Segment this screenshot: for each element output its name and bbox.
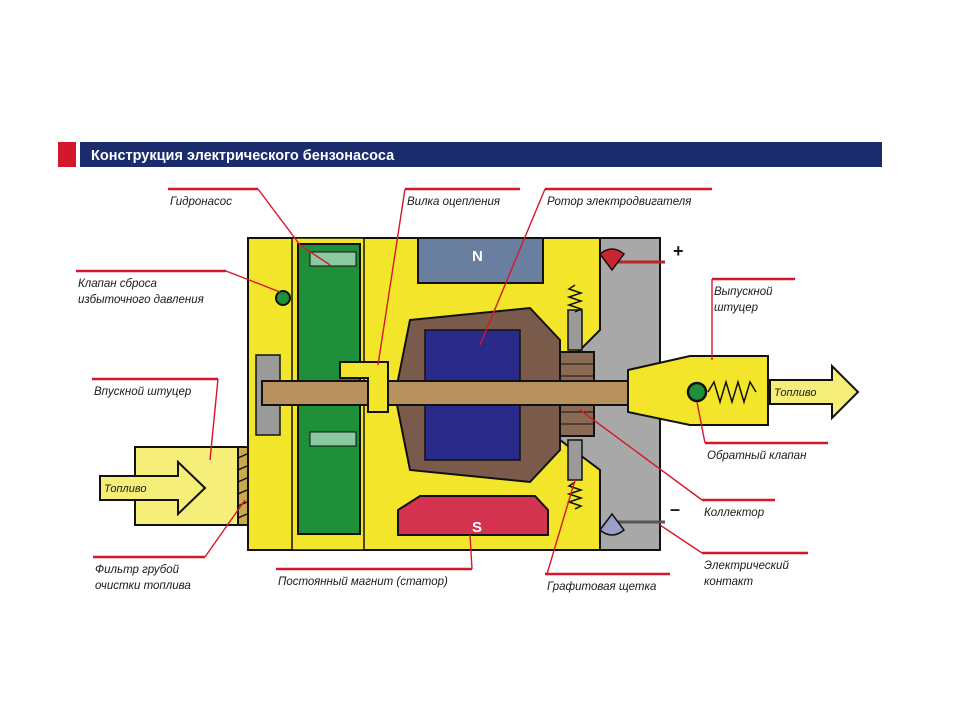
- callout-clutch-fork: Вилка оцепления: [377, 187, 520, 366]
- callout-collector: Коллектор: [579, 409, 775, 519]
- plus-sign: +: [673, 241, 684, 261]
- callout-relief-valve: Клапан сброса избыточного давления: [76, 269, 281, 306]
- label-filter-1: Фильтр грубой: [95, 564, 180, 576]
- fuel-out-label: Топливо: [774, 387, 816, 399]
- callout-contact: Электрический контакт: [659, 524, 808, 588]
- callout-brush: Графитовая щетка: [545, 479, 670, 593]
- label-contact-2: контакт: [704, 576, 754, 588]
- stator-magnets: N S: [397, 237, 549, 536]
- label-inlet: Впускной штуцер: [94, 386, 192, 398]
- magnet-south: [397, 495, 549, 536]
- label-filter-2: очистки топлива: [95, 580, 191, 592]
- label-relief-valve-2: избыточного давления: [78, 294, 204, 306]
- label-rotor: Ротор электродвигателя: [547, 196, 691, 208]
- callout-magnet: Постоянный магнит (статор): [276, 534, 473, 588]
- diagram-title: Конструкция электрического бензонасоса: [91, 148, 395, 164]
- callout-rotor: Ротор электродвигателя: [479, 187, 712, 346]
- fuel-out-arrow: Топливо: [769, 363, 860, 421]
- label-collector: Коллектор: [704, 507, 765, 519]
- clutch-fork: [339, 361, 389, 413]
- shaft: [261, 361, 631, 413]
- label-hydropump: Гидронасос: [170, 196, 232, 208]
- callout-outlet: Выпускной штуцер: [711, 277, 795, 360]
- pole-south-label: S: [472, 519, 482, 536]
- label-outlet-1: Выпускной: [714, 286, 773, 298]
- callout-hydropump: Гидронасос: [168, 187, 331, 266]
- check-valve-spring: [707, 379, 757, 405]
- label-magnet: Постоянный магнит (статор): [278, 576, 448, 588]
- label-brush: Графитовая щетка: [547, 581, 656, 593]
- title-bar: Конструкция электрического бензонасоса: [58, 142, 882, 167]
- callout-filter: Фильтр грубой очистки топлива: [93, 499, 246, 592]
- label-contact-1: Электрический: [704, 560, 789, 572]
- callout-check-valve: Обратный клапан: [696, 401, 828, 462]
- label-clutch-fork: Вилка оцепления: [407, 196, 500, 208]
- outlet-fitting: [627, 355, 769, 426]
- callout-inlet: Впускной штуцер: [92, 377, 219, 461]
- graphite-brushes: [566, 284, 584, 510]
- fuel-in-label: Топливо: [104, 483, 146, 495]
- label-check-valve: Обратный клапан: [707, 450, 807, 462]
- minus-sign: –: [670, 499, 680, 519]
- label-relief-valve-1: Клапан сброса: [78, 278, 157, 290]
- pole-north-label: N: [472, 248, 483, 265]
- label-outlet-2: штуцер: [714, 302, 759, 314]
- check-valve-ball: [686, 381, 708, 403]
- electrical-contacts: + –: [598, 241, 684, 536]
- fuel-in-arrow: Топливо: [99, 459, 207, 517]
